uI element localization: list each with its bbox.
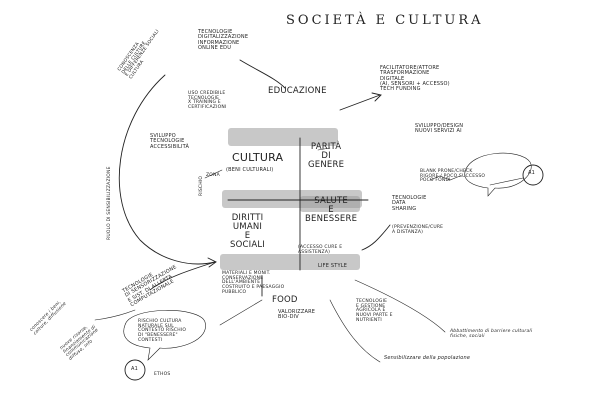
node-diritti-umani-sociali: DIRITTI UMANI E SOCIALI: [230, 213, 265, 250]
label-abbattimento: Abbattimento di barriere culturali fisic…: [450, 329, 533, 339]
left-arc-arrowhead: [207, 257, 217, 268]
left-big-arc: [118, 74, 216, 265]
node-parita-di-genere: PARITÀ DI GENERE: [308, 142, 345, 170]
label-materiali-monit: MATERIALI E MONIT. CONSERVAZIONE DELL'AM…: [222, 271, 285, 295]
zigzag-blank: [429, 175, 461, 181]
label-blank-checks: BLANK PRONE/CHECK RIGORE / POCO SUCCESSO…: [420, 169, 486, 184]
label-uso-credibile: USO CREDIBILE TECNOLOGIE X TRAINING E CE…: [188, 91, 227, 111]
node-valorizzare-biodiv: VALORIZZARE BIO-DIV: [278, 309, 316, 321]
arrow-edu-facilitatore-head: [371, 92, 382, 102]
label-ethos: ETHOS: [154, 372, 171, 377]
a1-top-connector: [489, 177, 524, 186]
arrow-tecnologie-sensor: [149, 261, 216, 291]
arrow-salute-datasharing: [361, 224, 391, 251]
label-a1-top: A1: [528, 170, 536, 176]
label-tecnologie-digitalizzazione: TECNOLOGIE DIGITALIZZAZIONE INFORMAZIONE…: [198, 29, 249, 51]
label-a1-bottom: A1: [131, 366, 139, 372]
line-abbattimento: [354, 279, 446, 333]
label-tecnologie-gestione: TECNOLOGIE E GESTIONE AGRICOLA E NUOVI P…: [356, 299, 393, 323]
a1-bottom-circle: [124, 359, 146, 381]
node-salute-benessere: SALUTE E BENESSERE: [305, 196, 358, 224]
node-accesso-cure: (ACCESSO CURE E ASSISTENZA): [298, 245, 343, 255]
shade-cultura: [228, 128, 338, 146]
node-life-style: LIFE STYLE: [318, 263, 348, 269]
label-sensibilizzare: Sensibilizzare della popolazione: [384, 355, 471, 361]
label-tecnologie-data-sharing: TECNOLOGIE DATA SHARING: [392, 195, 427, 212]
arc-tec-edu: [239, 59, 286, 89]
label-rischio: RISCHIO: [199, 175, 204, 196]
label-ruolo-sensibilizzazione: RUOLO DI SENSIBILIZZAZIONE: [107, 166, 112, 240]
label-facilitatore: FACILITATORE/ATTORE TRASFORMAZIONE DIGIT…: [380, 65, 450, 92]
page-title: SOCIETÀ E CULTURA: [286, 13, 484, 28]
arrow-cultura-right: [317, 147, 331, 151]
label-sviluppo-tecnologie: SVILUPPO TECNOLOGIE ACCESSIBILITÀ: [150, 133, 190, 150]
shade-bottom: [220, 254, 360, 270]
speech-bubble-right: [464, 152, 532, 197]
a1-top-circle: [522, 164, 544, 186]
line-sensibilizzare: [329, 299, 381, 363]
node-food: FOOD: [272, 295, 298, 305]
label-prevenzione: (PREVENZIONE/CURE A DISTANZA): [392, 225, 444, 235]
arrow-cultura-sviluppo: [204, 169, 223, 179]
arrow-edu-facilitatore: [339, 94, 381, 111]
node-cultura: CULTURA: [232, 151, 284, 164]
label-sviluppo-design: SVILUPPO/DESIGN NUOVI SERVIZI AI: [415, 123, 464, 135]
label-rischio-cultura: RISCHIO CULTURA NATURALE SUL CONTESTO RI…: [138, 319, 187, 343]
speech-bubble-left: [123, 310, 206, 361]
arrow-materiali: [219, 299, 263, 326]
label-zona: ZONA: [206, 173, 220, 178]
node-beni-culturali: (BENI CULTURALI): [226, 167, 274, 173]
node-educazione: EDUCAZIONE: [268, 86, 327, 96]
line-farleft-sensor: [94, 309, 136, 321]
